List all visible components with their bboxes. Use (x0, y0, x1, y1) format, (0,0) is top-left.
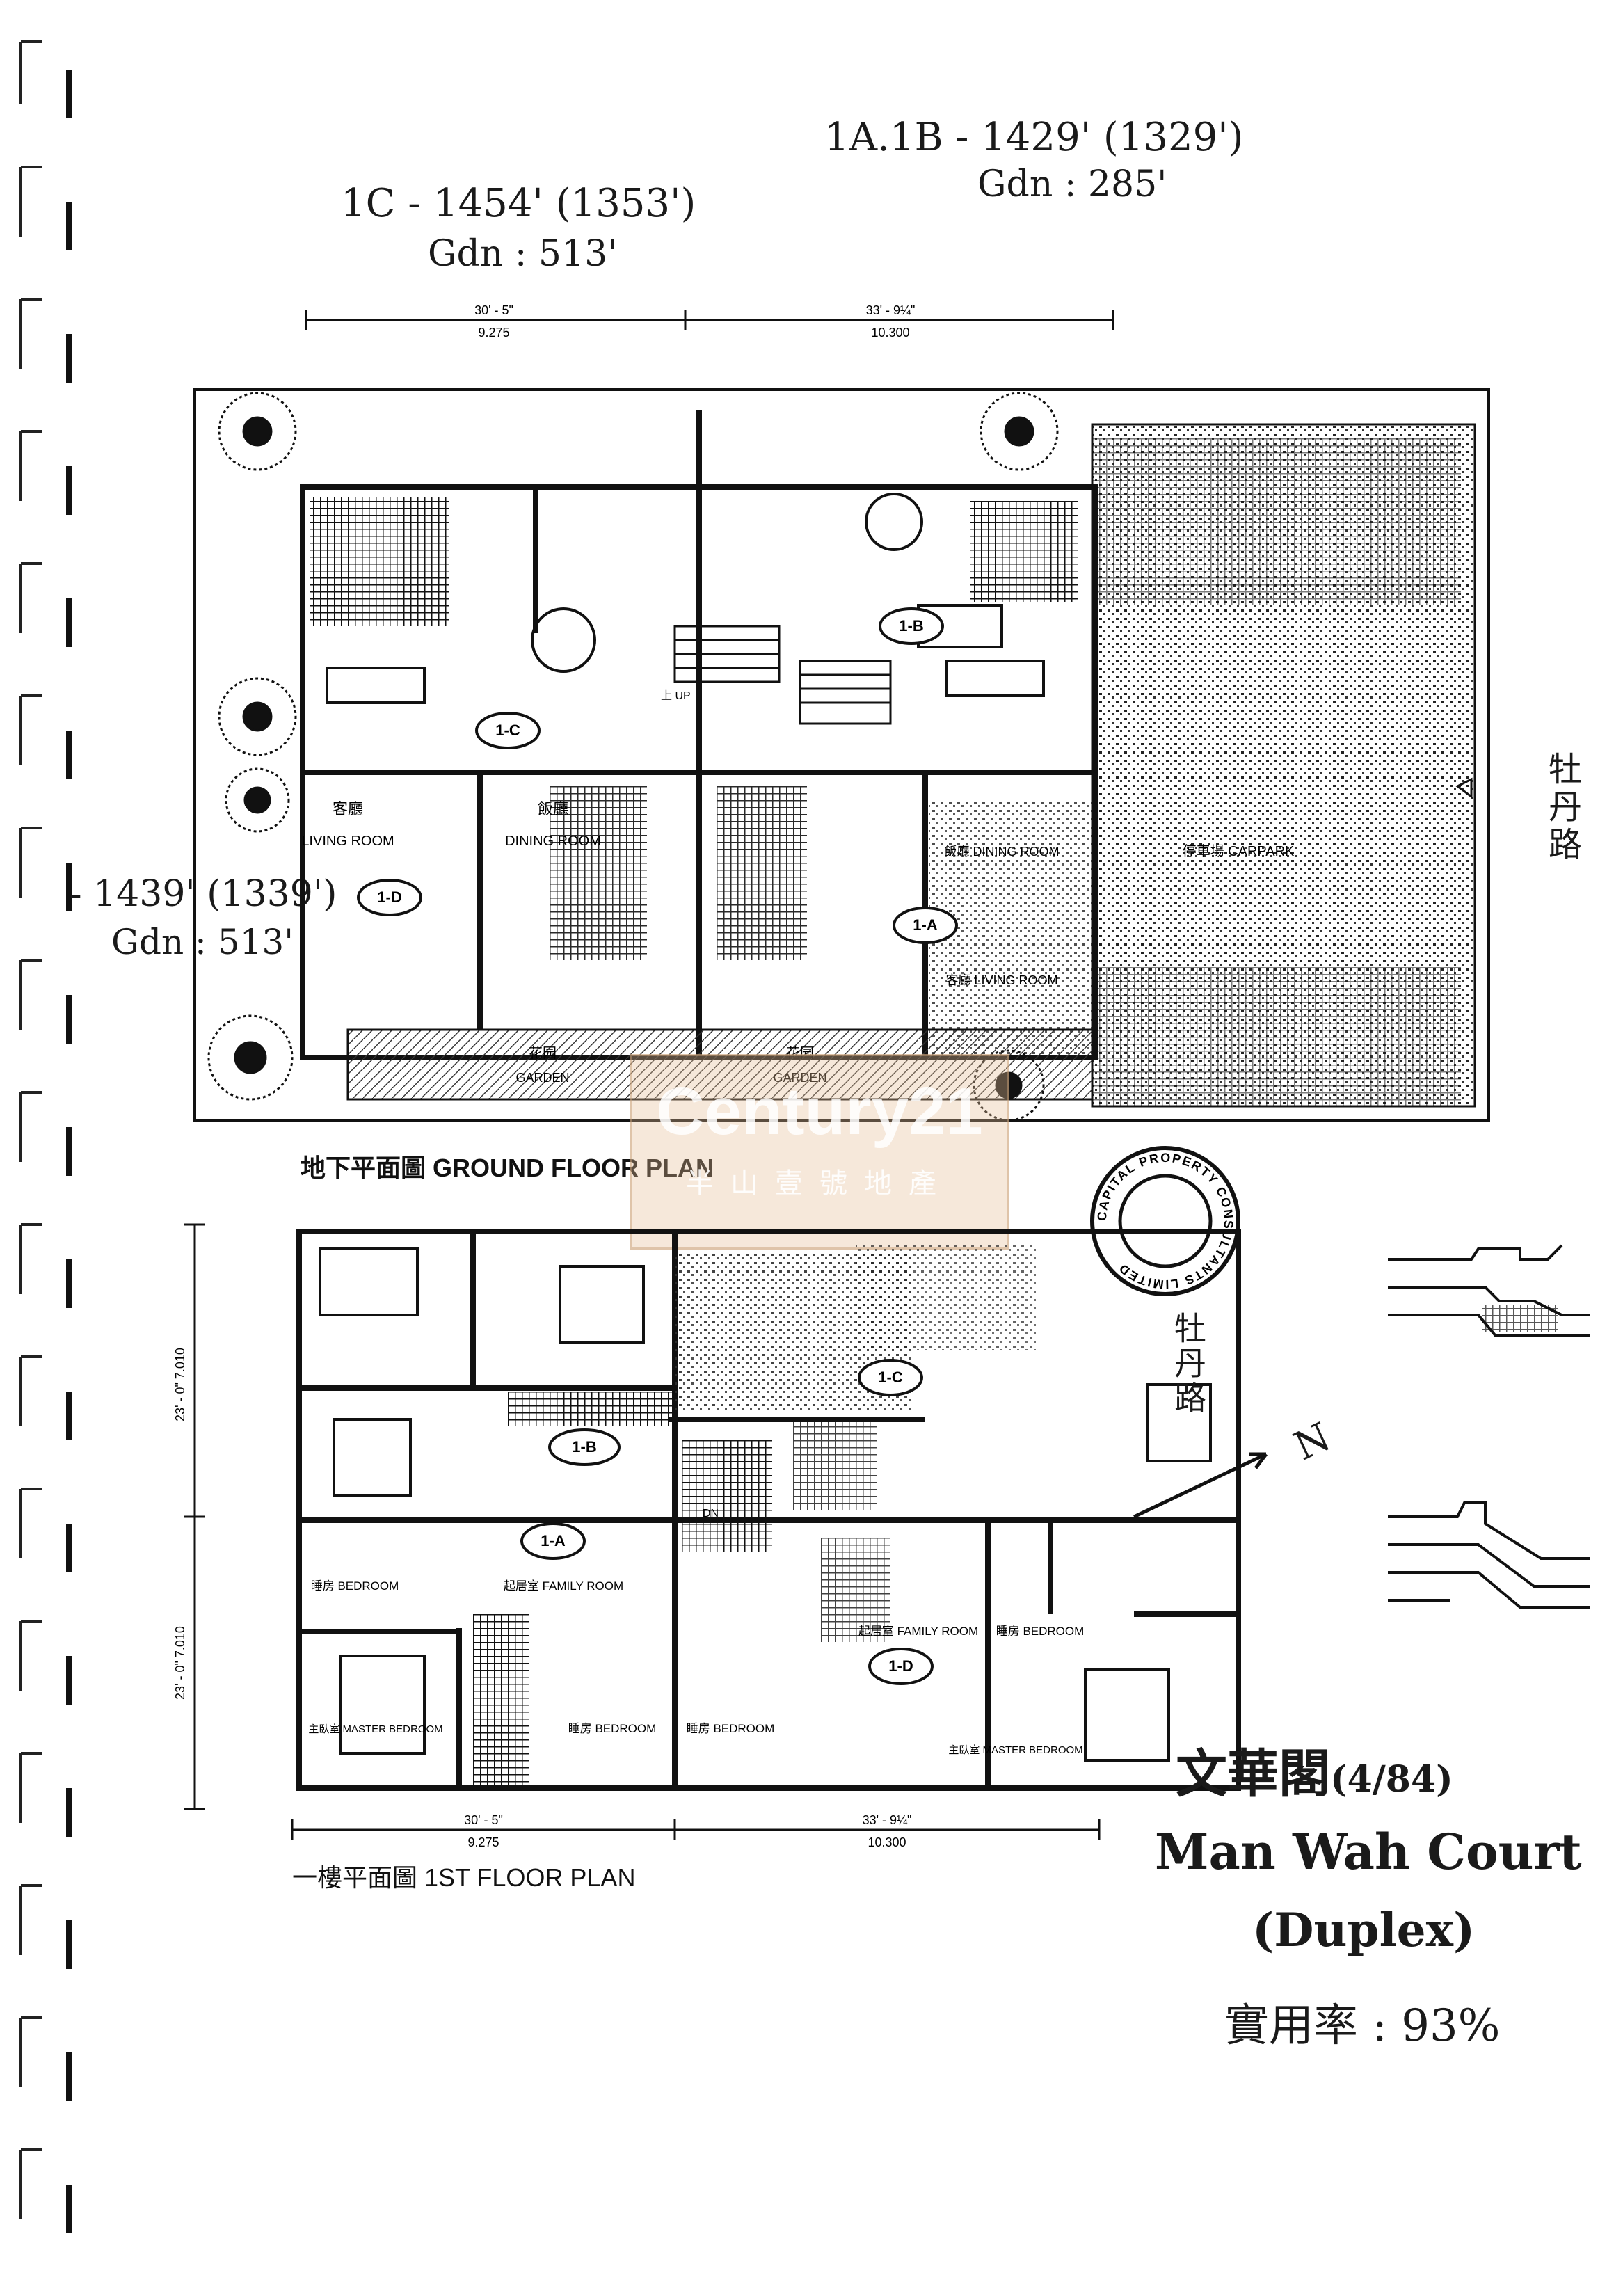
ground-floor-plan: 30' - 5" 9.275 33' - 9¼" 10.300 1-C 1-B … (193, 303, 1490, 1122)
ff-dim-left-m: 9.275 (467, 1835, 499, 1849)
gf-carpark-label: 停車場 CARPARK (1183, 843, 1295, 859)
century21-watermark: Century21 半山壹號地產 (630, 1054, 1009, 1250)
gf-dim-right-m: 10.300 (871, 326, 909, 340)
gf-entrance-arrow-icon (1455, 777, 1473, 799)
ff-family-room-1d-label: 起居室 FAMILY ROOM (858, 1625, 978, 1638)
ff-dim-v-bottom: 23' - 0" 7.010 (173, 1626, 187, 1700)
watermark-brand: Century21 (656, 1074, 983, 1149)
gf-dim-right-ft: 33' - 9¼" (866, 303, 916, 317)
property-name-cn: 文華閣(4/84) (1176, 1732, 1453, 1807)
gf-living-cn: 客廳 (333, 800, 363, 818)
property-efficiency: 實用率 : 93% (1224, 2000, 1501, 2052)
gf-dining-room-1a: 飯廳 DINING ROOM (945, 845, 1060, 859)
first-floor-title: 一樓平面圖 1ST FLOOR PLAN (292, 1863, 636, 1892)
unit-1c-garden-note: Gdn : 513' (428, 233, 618, 275)
gf-living-en: LIVING ROOM (301, 834, 394, 849)
ff-road-label: 牡丹路 (1169, 1312, 1207, 1416)
property-name-en: Man Wah Court (1155, 1823, 1582, 1881)
site-sketch-top (1388, 1244, 1590, 1337)
ff-master-bedroom-1d-label: 主臥室 MASTER BEDROOM (948, 1744, 1082, 1756)
ff-unit-1b-label: 1-B (572, 1438, 596, 1456)
ff-dn-label: DN (703, 1508, 719, 1520)
unit-1d-area-note: - 1439' (1339') (70, 873, 337, 915)
gf-tree-icons (207, 392, 1059, 1122)
gf-dining-cn: 飯廳 (538, 800, 568, 818)
company-stamp: CAPITAL PROPERTY CONSULTANTS LIMITED (1090, 1146, 1240, 1296)
ff-unit-1c-label: 1-C (878, 1369, 903, 1386)
gf-dim-left-m: 9.275 (478, 326, 509, 340)
gf-site-boundary (193, 388, 1490, 1122)
gf-unit-1c-label: 1-C (495, 722, 520, 739)
unit-1ab-garden-note: Gdn : 285' (977, 164, 1167, 205)
ff-unit-1a-label: 1-A (541, 1532, 566, 1549)
ff-bedroom-1d-label: 睡房 BEDROOM (687, 1722, 775, 1735)
ground-floor-title: 地下平面圖 GROUND FLOOR PLAN (301, 1154, 714, 1182)
unit-1ab-area-note: 1A.1B - 1429' (1329') (824, 115, 1244, 160)
property-name-cn-text: 文華閣 (1176, 1744, 1330, 1804)
binder-holes (19, 40, 72, 2233)
ff-dim-right-m: 10.300 (868, 1835, 906, 1849)
property-type: (Duplex) (1252, 1903, 1476, 1957)
ff-dim-right-ft: 33' - 9¼" (863, 1813, 912, 1827)
gf-garden-strip (346, 1028, 1094, 1101)
gf-living-room-1a: 客廳 LIVING ROOM (945, 973, 1057, 987)
gf-unit-1a-label: 1-A (913, 916, 938, 934)
site-sketch-bottom (1388, 1501, 1590, 1609)
gf-dining-en: DINING ROOM (505, 834, 601, 849)
gf-garden-cn: 花园 (529, 1045, 557, 1061)
gf-garden-cn-right: 花园 (786, 1045, 814, 1061)
gf-unit-1d-label: 1-D (377, 888, 401, 906)
gf-road-label: 牡丹路 (1542, 751, 1581, 864)
gf-up-label: 上 UP (661, 689, 691, 702)
gf-building-walls (300, 410, 1098, 1060)
ff-bedroom-1a-label: 睡房 BEDROOM (311, 1579, 399, 1593)
ff-building-walls (296, 1229, 1241, 1791)
ff-family-room-1a-label: 起居室 FAMILY ROOM (504, 1579, 623, 1593)
unit-1d-garden-note: Gdn : 513' (111, 922, 294, 962)
ff-bedroom-1a-2-label: 睡房 BEDROOM (568, 1722, 657, 1735)
watermark-subtitle: 半山壹號地產 (686, 1167, 953, 1199)
first-floor-plan: 23' - 0" 7.010 23' - 0" 7.010 1-B 1-C 1-… (173, 1223, 1241, 1849)
ff-master-bedroom-1a-label: 主臥室 MASTER BEDROOM (308, 1723, 442, 1735)
gf-garden-en: GARDEN (515, 1071, 569, 1085)
ff-unit-1d-label: 1-D (888, 1657, 913, 1675)
unit-1c-area-note: 1C - 1454' (1353') (341, 181, 696, 226)
gf-dim-left-ft: 30' - 5" (474, 303, 513, 317)
ff-dim-left-ft: 30' - 5" (464, 1813, 503, 1827)
ff-vertical-dimension (184, 1223, 205, 1810)
gf-unit-1b-label: 1-B (899, 617, 923, 635)
gf-garden-en-right: GARDEN (773, 1071, 826, 1085)
north-arrow-icon (1133, 1452, 1268, 1519)
ff-bedroom-1d-2-label: 睡房 BEDROOM (996, 1625, 1085, 1638)
ff-dimension-line (291, 1819, 1101, 1840)
gf-dimension-line (305, 310, 1114, 330)
ff-dim-v-top: 23' - 0" 7.010 (173, 1348, 187, 1421)
property-date: (4/84) (1330, 1758, 1453, 1801)
